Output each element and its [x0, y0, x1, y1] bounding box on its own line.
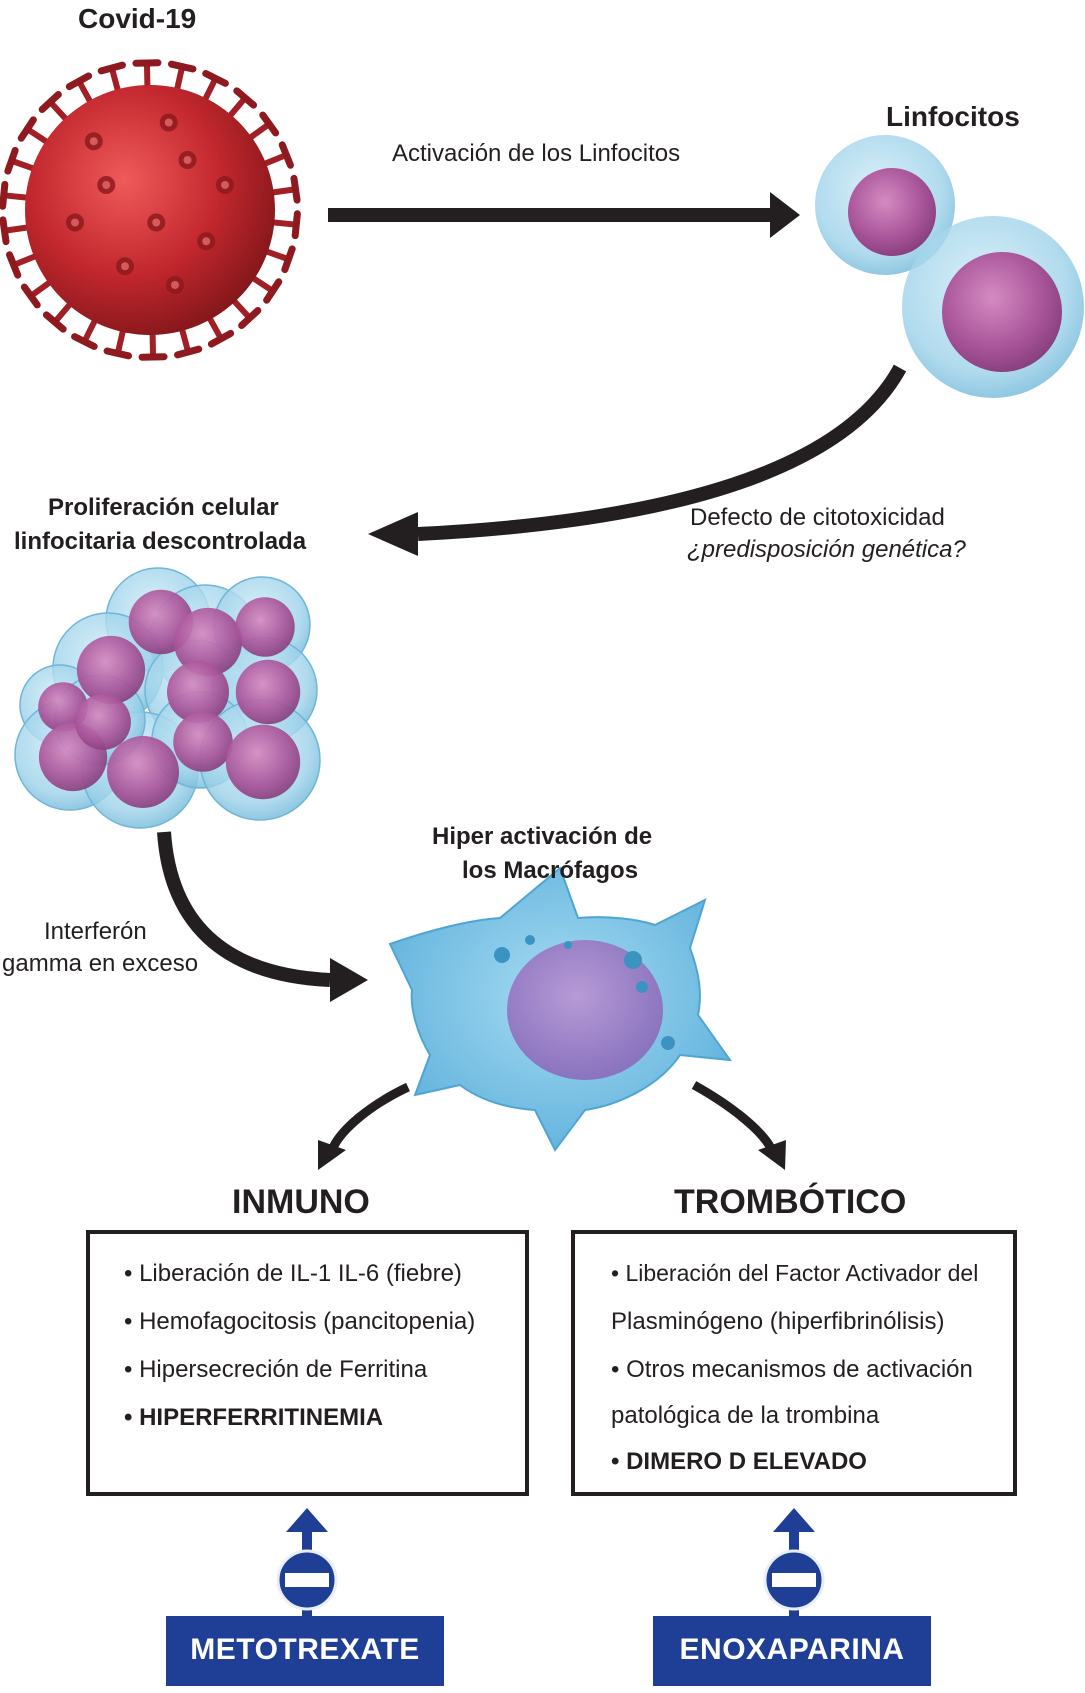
list-item: • Otros mecanismos de activación: [611, 1356, 973, 1383]
arrowhead-trombotico: [758, 1140, 786, 1170]
branch-box-trombotico: • Liberación del Factor Activador del Pl…: [571, 1230, 1017, 1496]
list-item: • Liberación de IL-1 IL-6 (fiebre): [124, 1260, 462, 1287]
node-proliferation-line1: Proliferación celular: [48, 494, 279, 521]
edge-activation-label: Activación de los Linfocitos: [392, 140, 681, 167]
list-item: • Liberación del Factor Activador del: [611, 1260, 979, 1286]
branch-box-inmuno: • Liberación de IL-1 IL-6 (fiebre) • Hem…: [86, 1230, 529, 1496]
list-item: • HIPERFERRITINEMIA: [124, 1404, 384, 1431]
list-item: Plasminógeno (hiperfibrinólisis): [611, 1308, 945, 1335]
lymphocyte-icon: [815, 135, 1084, 398]
branch-title-trombotico: TROMBÓTICO: [674, 1183, 907, 1221]
arrow-interferon: [157, 831, 331, 987]
drug-label-enoxaparina: ENOXAPARINA: [653, 1616, 931, 1686]
drug-label-metotrexate: METOTREXATE: [166, 1616, 444, 1686]
edge-interferon-line1: Interferón: [44, 918, 147, 945]
edge-interferon-line2: gamma en exceso: [2, 950, 199, 977]
edge-defect-line1: Defecto de citotoxicidad: [690, 504, 945, 531]
list-item: • Hemofagocitosis (pancitopenia): [124, 1308, 476, 1335]
virus-icon: [0, 59, 301, 361]
macrophage-icon: [388, 866, 733, 1152]
list-item: • Hipersecreción de Ferritina: [124, 1356, 428, 1383]
arrow-to-trombotico: [691, 1081, 777, 1153]
list-item: • DIMERO D ELEVADO: [611, 1448, 867, 1475]
node-proliferation-line2: linfocitaria descontrolada: [14, 528, 307, 555]
arrow-to-inmuno: [327, 1082, 410, 1152]
cell-cluster-icon: [14, 567, 321, 829]
inhibit-icon: [763, 1549, 825, 1611]
node-macrophage-line2: los Macrófagos: [462, 857, 639, 884]
arrowhead-interferon: [330, 958, 368, 1002]
arrowhead-cytotoxicity: [368, 512, 418, 556]
edge-defect-line2: ¿predisposición genética?: [687, 536, 966, 563]
node-lymphocytes: Linfocitos: [886, 101, 1020, 132]
inhibit-icon: [276, 1549, 338, 1611]
branch-title-inmuno: INMUNO: [232, 1183, 370, 1221]
node-covid: Covid-19: [78, 3, 197, 34]
arrowhead-inmuno: [318, 1140, 346, 1170]
node-macrophage-line1: Hiper activación de: [432, 823, 653, 850]
arrow-cytotoxicity: [417, 364, 907, 541]
arrow-activation: [328, 192, 800, 238]
list-item: patológica de la trombina: [611, 1402, 880, 1429]
